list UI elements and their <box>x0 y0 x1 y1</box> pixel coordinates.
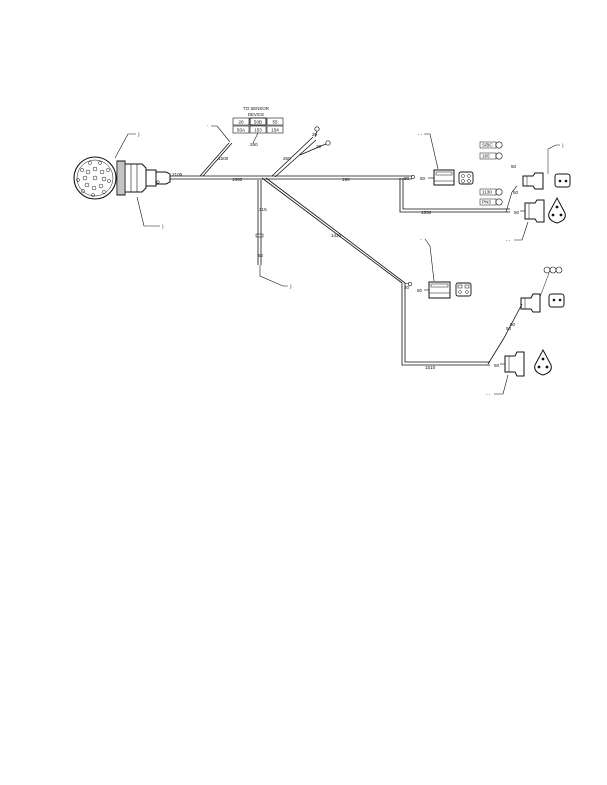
terminal-tag-2: 165 <box>482 154 490 159</box>
sensor-device-table: TO SENSOR DEVICE 20 50B 55 50A 153 154 <box>232 106 284 144</box>
upper-right-2pin-connector: 50 ) <box>505 143 571 213</box>
sensor-cell-3: 55 <box>272 120 278 125</box>
connector-tag-5: 50 <box>417 288 423 293</box>
connector-tag-8: 50 <box>506 326 512 331</box>
main-round-connector <box>73 156 117 200</box>
svg-text:): ) <box>562 143 564 148</box>
sensor-cell-2: 50B <box>254 120 262 125</box>
callout-mark-lower: ) <box>162 224 164 229</box>
misc-mark-80: 80 <box>404 176 410 181</box>
lower-right-3pin-connector: 50 - - <box>486 348 552 397</box>
wire-labels: 2100 1550 190 1500 250 250 20 20 1530 21… <box>172 132 516 370</box>
lower-right-2pin-connector <box>520 266 565 313</box>
terminal-tag-1: S/BC <box>482 143 493 148</box>
wire-label-1550: 1550 <box>232 177 243 182</box>
lower-ground-terminal: 50 ) <box>255 233 292 289</box>
wire-label-250-b: 250 <box>283 156 291 161</box>
wire-label-1420: 1420 <box>331 233 342 238</box>
terminal-tag-4: PN3 <box>482 200 491 205</box>
svg-text:- -: - - <box>418 132 423 137</box>
connector-tag-2: 50 <box>420 176 426 181</box>
wire-label-20-b: 20 <box>316 144 322 149</box>
connector-tag-3: 50 <box>513 190 519 195</box>
wire-label-20-a: 20 <box>312 132 318 137</box>
sensor-header-line1: TO SENSOR <box>243 106 269 111</box>
svg-text:- -: - - <box>506 238 511 243</box>
wire-label-1530: 1530 <box>421 210 432 215</box>
sensor-header-line2: DEVICE <box>248 112 264 117</box>
lower-right-trunk <box>401 283 523 366</box>
wire-label-250-a: 250 <box>250 142 258 147</box>
main-trunk <box>170 136 510 284</box>
misc-mark-20: 20 <box>404 285 410 290</box>
svg-text:): ) <box>290 284 292 289</box>
terminal-tag-3: 1130 <box>482 190 492 195</box>
callout-leader-upper <box>114 133 136 159</box>
lower-rect-connector: 20 50 - <box>404 237 472 299</box>
sensor-cell-6: 154 <box>271 128 279 133</box>
connector-tag-7: 50 <box>511 164 517 169</box>
svg-text:- -: - - <box>486 392 491 397</box>
sensor-cell-4: 50A <box>237 128 246 133</box>
wire-label-1510: 1510 <box>425 365 436 370</box>
ring-terminal-upper <box>314 126 320 132</box>
terminal-tag-group: S/BC 165 1130 PN3 <box>479 141 503 206</box>
wire-label-2100: 2100 <box>172 172 183 177</box>
upper-rect-connector: 80 50 - - <box>404 132 474 186</box>
wire-label-50: 50 <box>510 322 516 327</box>
callout-mark-upper: ) <box>138 132 140 137</box>
connector-tag-6: 50 <box>494 363 500 368</box>
callout-leader-lower <box>136 196 160 227</box>
connector-tag-1: 50 <box>258 253 264 258</box>
connector-backshell <box>116 160 171 196</box>
svg-text:-: - <box>207 123 209 128</box>
wire-label-215: 215 <box>259 207 267 212</box>
middle-right-3pin-connector: 50 - - <box>506 196 566 243</box>
wire-label-190: 190 <box>342 177 350 182</box>
connector-tag-4: 50 <box>514 210 520 215</box>
sensor-cell-5: 153 <box>254 128 262 133</box>
wire-label-1500: 1500 <box>218 156 229 161</box>
svg-text:-: - <box>420 237 422 242</box>
sensor-cell-1: 20 <box>238 120 244 125</box>
ring-terminal-right <box>325 140 331 146</box>
